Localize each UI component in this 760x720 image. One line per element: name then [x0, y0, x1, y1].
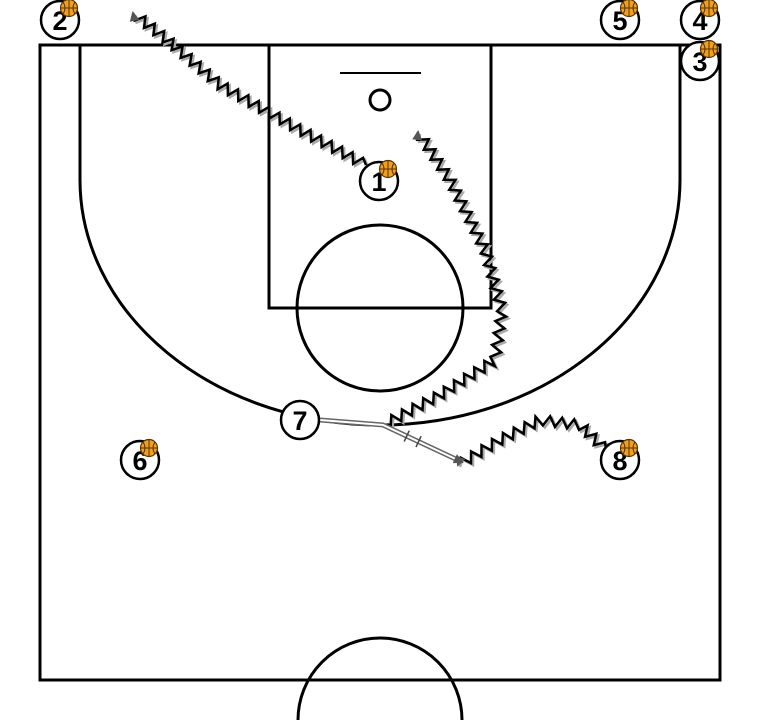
player-3-ball-icon-seam-l — [702, 42, 706, 56]
dribble-7-to-lane-path — [382, 130, 511, 431]
player-7-label: 7 — [292, 406, 307, 436]
player-7-marker — [279, 399, 321, 441]
player-5-ball-icon-seam-l — [622, 1, 626, 15]
player-5-ball-icon — [619, 0, 639, 18]
player-2-ball-icon — [59, 0, 79, 18]
pass-7-outer — [319, 417, 464, 465]
player-6-ball-icon — [139, 438, 159, 458]
three-point-line — [78, 45, 682, 427]
player-2-ball-icon-seam-l — [62, 1, 66, 15]
dribble-1-to-corner-path — [129, 11, 370, 169]
free-throw-circle — [295, 223, 465, 393]
player-7: 7 — [279, 399, 321, 441]
player-8-ball-icon — [619, 438, 639, 458]
pass-7-tick-1 — [403, 430, 410, 442]
hoop — [368, 88, 392, 112]
pass-7-path — [319, 417, 464, 465]
dribble-1-to-corner-line — [129, 11, 368, 167]
player-5: 5 — [599, 0, 641, 41]
player-2: 2 — [39, 0, 81, 41]
pass-7-inner — [319, 419, 464, 464]
player-6-ball-icon-seam-l — [142, 441, 146, 455]
movement-paths — [129, 11, 610, 468]
player-4-ball-icon-seam-r — [712, 1, 716, 15]
court-boundary — [38, 43, 722, 682]
player-4-ball-icon-seam-l — [702, 1, 706, 15]
dribble-7-to-lane-line — [382, 130, 509, 429]
player-1-ball-icon-seam-l — [381, 162, 385, 176]
player-1: 1 — [358, 159, 400, 202]
paint-area — [267, 43, 493, 310]
pass-7-tick-2 — [415, 435, 422, 448]
court-lines — [38, 43, 722, 720]
player-5-ball-icon-seam-r — [632, 1, 636, 15]
player-4-ball-icon — [699, 0, 719, 18]
dribble-8-to-wing-path — [455, 413, 610, 468]
player-6-ball-icon-seam-r — [152, 441, 156, 455]
player-1-ball-icon-seam-r — [391, 162, 395, 176]
player-4: 4 — [679, 0, 721, 41]
player-3: 3 — [679, 39, 721, 82]
player-1-ball-icon — [378, 159, 398, 179]
dribble-8-to-wing-line — [455, 413, 608, 467]
player-8-ball-icon-seam-l — [622, 441, 626, 455]
player-6: 6 — [119, 438, 161, 481]
dribble-8-to-wing-shadow — [458, 415, 610, 468]
player-3-ball-icon — [699, 39, 719, 59]
dribble-1-to-corner-shadow — [133, 14, 370, 169]
player-2-ball-icon-seam-r — [72, 1, 76, 15]
player-8: 8 — [599, 438, 641, 481]
player-3-ball-icon-seam-r — [712, 42, 716, 56]
players: 1 2 345 6 7 8 — [39, 0, 721, 481]
player-8-ball-icon-seam-r — [632, 441, 636, 455]
center-circle — [296, 636, 464, 720]
